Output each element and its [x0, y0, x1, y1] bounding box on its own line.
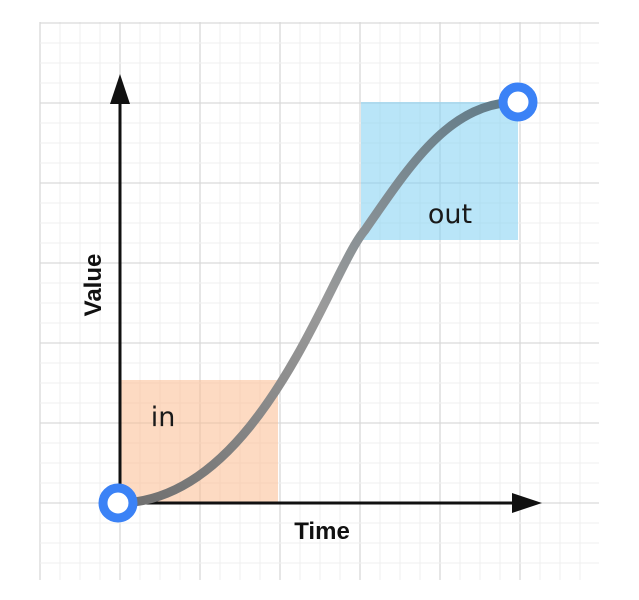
x-axis-arrowhead	[512, 493, 542, 513]
end-point-handle[interactable]	[498, 82, 538, 122]
start-point-handle[interactable]	[98, 483, 138, 523]
in-region	[120, 380, 278, 504]
in-region-label: in	[151, 402, 176, 433]
out-region	[361, 102, 518, 240]
y-axis-label: Value	[80, 254, 107, 317]
out-region-label: out	[428, 199, 472, 230]
y-axis-arrowhead	[110, 74, 130, 104]
x-axis-label: Time	[294, 518, 350, 545]
ease-curve	[113, 97, 523, 508]
